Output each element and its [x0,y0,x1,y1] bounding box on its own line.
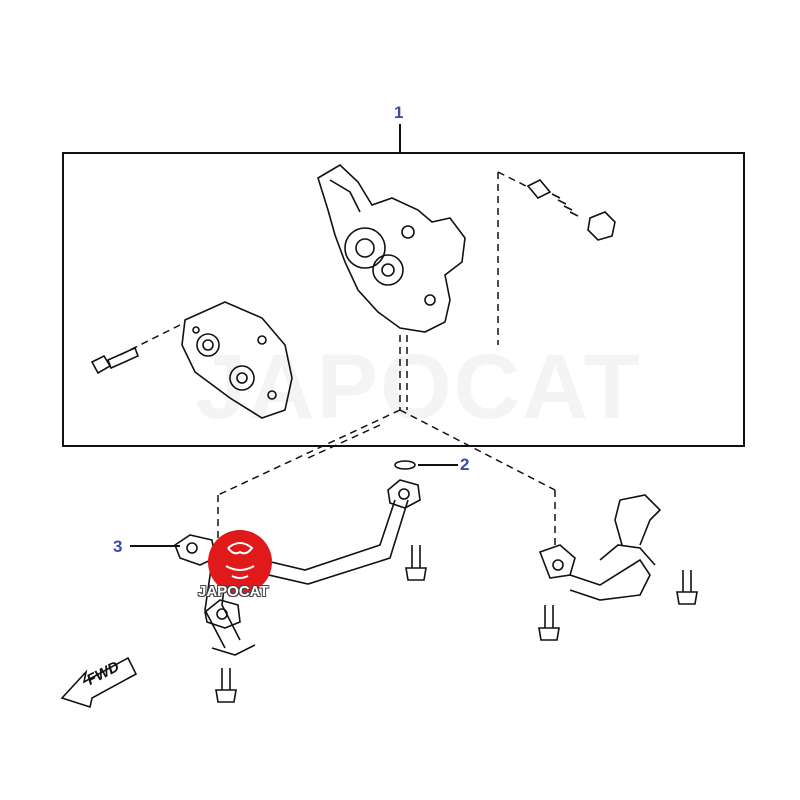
oil-pump-housing [317,164,466,333]
badge-emblem [225,542,255,579]
strainer-bolts [538,570,698,641]
cover-bolt [90,346,140,375]
assembly-dash-lines [119,171,556,545]
callout-2-label: 2 [460,455,470,474]
callout-3-label: 3 [113,537,123,556]
watermark-text: JAPOCAT [195,335,642,440]
brand-badge [208,530,272,594]
pump-cover-plate [181,301,293,419]
assembly-group-box [62,152,745,447]
oil-strainer [538,494,662,601]
o-ring [394,460,416,470]
relief-valve-parts [526,179,616,241]
pipe-bolts [215,545,427,703]
brand-badge-text: JAPOCAT [198,583,269,600]
callout-1-label: 1 [394,103,404,122]
fwd-arrow [60,656,138,709]
